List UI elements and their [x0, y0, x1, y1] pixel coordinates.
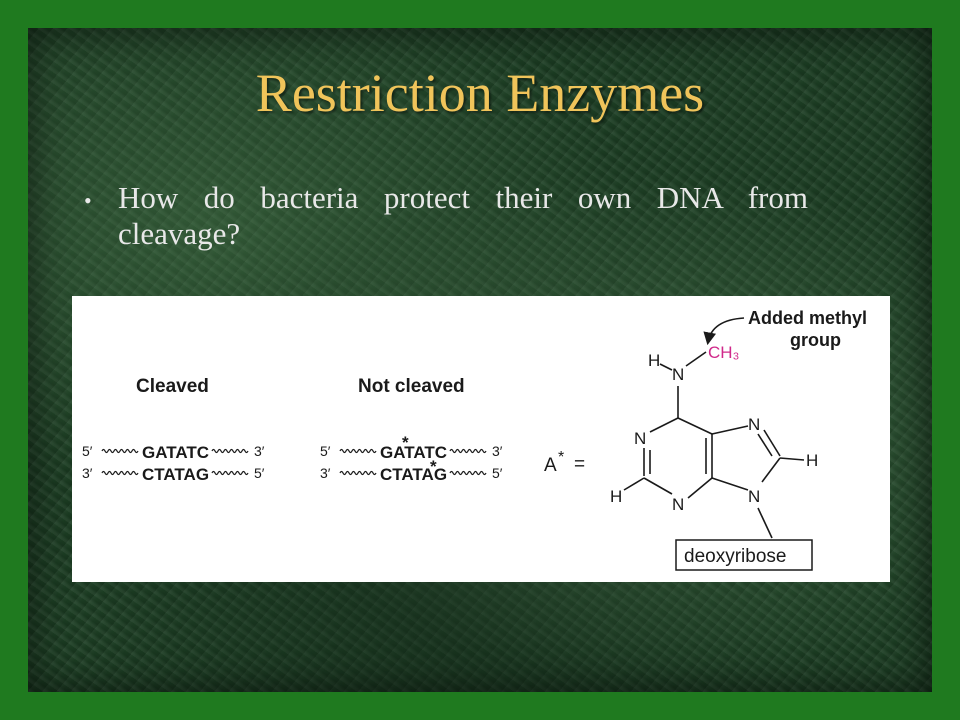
not-cleaved-top-5prime: 5′	[320, 443, 331, 459]
bond-c8-n9	[761, 457, 781, 483]
equals-sign: =	[574, 454, 585, 475]
bond-c5-n7	[711, 425, 749, 435]
bond-n9-sugar	[757, 507, 773, 539]
not-cleaved-bottom-left-strand	[339, 470, 377, 476]
not-cleaved-bottom-5prime: 5′	[492, 465, 503, 481]
cleaved-heading: Cleaved	[136, 376, 209, 397]
amine-hydrogen: H	[648, 351, 660, 370]
not-cleaved-bottom-right-strand	[449, 470, 487, 476]
bond-n-ch3	[685, 351, 707, 367]
not-cleaved-top-3prime: 3′	[492, 443, 503, 459]
cleaved-bottom-3prime: 3′	[82, 465, 93, 481]
bond-c2-n3	[643, 477, 673, 495]
figure-svg: Cleaved 5′ GATATC 3′ 3′ CTATAG 5′ Not cl…	[82, 308, 867, 571]
a-star-label: A	[544, 455, 557, 476]
deoxyribose-box	[675, 539, 813, 571]
ring-n3: N	[672, 495, 684, 514]
not-cleaved-heading: Not cleaved	[358, 376, 465, 397]
methyl-group-label: CH₃	[708, 343, 739, 362]
cleaved-bottom-right-strand	[211, 470, 249, 476]
not-cleaved-top-methyl-mark: *	[402, 433, 409, 452]
bullet-text: How do bacteria protect their own DNA fr…	[118, 180, 808, 251]
cleaved-top-3prime: 3′	[254, 443, 265, 459]
bond-c5-c6	[677, 417, 713, 435]
not-cleaved-bottom-sequence: CTATAG	[380, 465, 447, 484]
cleaved-bottom-5prime: 5′	[254, 465, 265, 481]
a-star-mark: *	[558, 449, 564, 466]
cleaved-top-5prime: 5′	[82, 443, 93, 459]
ring-h8: H	[806, 451, 818, 470]
bond-c6-n1	[649, 417, 679, 433]
bond-n3-c4	[687, 477, 713, 499]
ring-h2: H	[610, 487, 622, 506]
not-cleaved-bottom-methyl-mark: *	[430, 457, 437, 476]
annotation-arrow	[703, 317, 745, 346]
ring-n9: N	[748, 487, 760, 506]
cleaved-top-right-strand	[211, 448, 249, 454]
cleaved-bottom-sequence: CTATAG	[142, 465, 209, 484]
methylation-figure: Cleaved 5′ GATATC 3′ 3′ CTATAG 5′ Not cl…	[72, 296, 890, 582]
bond-n7-c8-double	[757, 433, 773, 457]
not-cleaved-top-right-strand	[449, 448, 487, 454]
bond-n9-c4	[711, 477, 749, 491]
bond-c8-h	[779, 457, 805, 461]
not-cleaved-top-sequence: GATATC	[380, 443, 447, 462]
ring-n1: N	[634, 429, 646, 448]
slide-title: Restriction Enzymes	[255, 63, 705, 123]
bond-n7-c8	[763, 429, 781, 457]
amine-nitrogen: N	[672, 365, 684, 384]
cleaved-top-sequence: GATATC	[142, 443, 209, 462]
bond-c2-h	[623, 477, 645, 491]
ring-n7: N	[748, 415, 760, 434]
not-cleaved-top-left-strand	[339, 448, 377, 454]
cleaved-top-left-strand	[101, 448, 139, 454]
cleaved-bottom-left-strand	[101, 470, 139, 476]
not-cleaved-bottom-3prime: 3′	[320, 465, 331, 481]
annotation-line-2: group	[790, 330, 841, 350]
bullet-icon: •	[84, 188, 92, 213]
annotation-line-1: Added methyl	[748, 308, 867, 328]
deoxyribose-label: deoxyribose	[684, 546, 786, 567]
bond-h-n	[659, 363, 673, 371]
